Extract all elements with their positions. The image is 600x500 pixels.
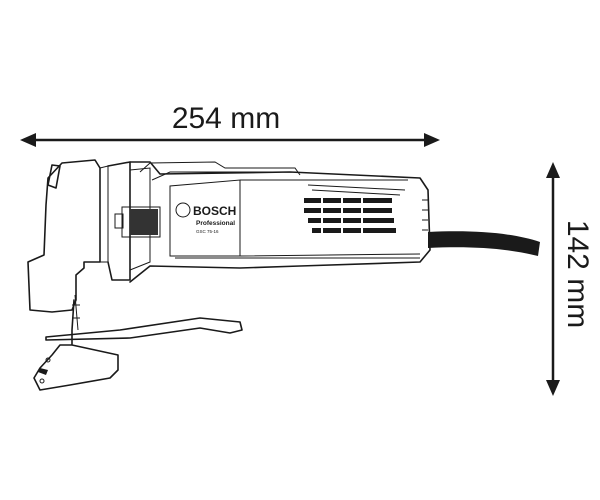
blade-guide-detail <box>72 294 80 331</box>
model-label: GSC 75-16 <box>196 229 219 234</box>
body-seams <box>175 179 421 259</box>
lower-blade <box>33 299 119 391</box>
gear-housing <box>107 161 131 281</box>
brand-label: BOSCH <box>193 204 236 218</box>
switch-slider <box>121 206 161 238</box>
shear-tool-drawing: BOSCH Professional GSC 75-16 <box>27 159 540 391</box>
body-top-ridge <box>139 161 301 176</box>
blade-screw-icon <box>39 378 45 384</box>
length-dimension: 254 mm <box>20 102 440 147</box>
length-label: 254 mm <box>172 102 280 135</box>
bosch-armature-logo-icon <box>175 202 191 218</box>
arrowhead-up-icon <box>546 162 560 178</box>
power-cord <box>428 231 540 256</box>
height-label: 142 mm <box>561 220 594 328</box>
head-detail <box>47 164 61 189</box>
switch-lock <box>114 213 124 229</box>
head-edge <box>99 165 109 263</box>
vent-slots <box>304 196 396 235</box>
motor-body <box>129 161 431 283</box>
line-label: Professional <box>196 220 235 227</box>
logo-panel <box>169 179 241 257</box>
arrowhead-down-icon <box>546 380 560 396</box>
body-line <box>151 171 285 181</box>
arrowhead-right-icon <box>424 133 440 147</box>
blade-tip <box>38 368 48 375</box>
guide-plate <box>45 317 243 341</box>
arrowhead-left-icon <box>20 133 36 147</box>
body-grooves <box>307 184 406 196</box>
blade-screw-icon <box>45 357 51 363</box>
cord-guard-ribs <box>422 199 428 231</box>
height-dimension: 142 mm <box>546 162 594 396</box>
switch-grip <box>130 209 158 235</box>
tool-head <box>27 159 101 313</box>
